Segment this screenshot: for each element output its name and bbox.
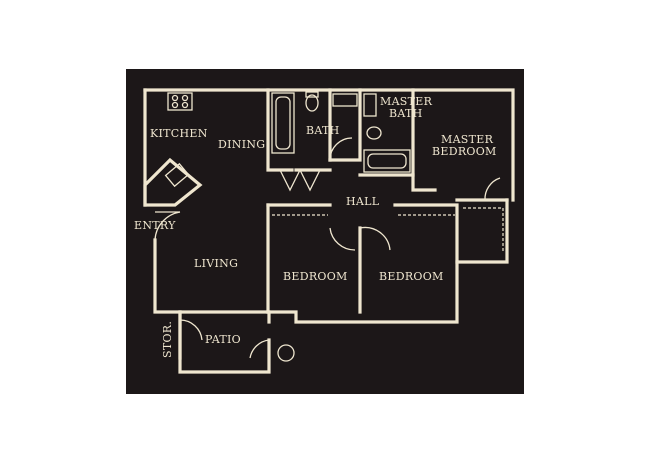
storage-label: STOR.: [161, 321, 174, 358]
kitchen-sink-icon: [164, 162, 190, 188]
fixtures: [164, 91, 411, 362]
toilet-icon: [305, 94, 319, 112]
kitchen-label: KITCHEN: [150, 127, 208, 140]
master-sink-icon: [363, 93, 377, 117]
master-bedroom-label-line2: BEDROOM: [432, 145, 497, 158]
doors: [154, 137, 501, 359]
dining-label: DINING: [218, 138, 265, 151]
room-labels: KITCHEN DINING BATH MASTER BATH MASTER B…: [134, 95, 497, 358]
plan-background: [126, 69, 524, 394]
walls: [143, 88, 515, 374]
stove-icon: [167, 92, 193, 111]
bathtub-icon: [271, 92, 295, 154]
patio-label: PATIO: [205, 333, 241, 346]
bedroom-left-label: BEDROOM: [283, 270, 348, 283]
bath-label: BATH: [306, 124, 340, 137]
water-heater-icon: [277, 344, 295, 362]
hall-label: HALL: [346, 195, 380, 208]
closets: [272, 207, 504, 252]
master-bath-label-line1: MASTER: [380, 95, 433, 108]
master-bedroom-label-line1: MASTER: [441, 133, 494, 146]
master-tub-icon: [363, 149, 411, 173]
bedroom-right-label: BEDROOM: [379, 270, 444, 283]
bath-sink-icon: [332, 93, 358, 107]
master-bath-label-line2: BATH: [389, 107, 423, 120]
entry-label: ENTRY: [134, 219, 176, 232]
living-label: LIVING: [194, 257, 238, 270]
master-toilet-icon: [366, 126, 382, 140]
